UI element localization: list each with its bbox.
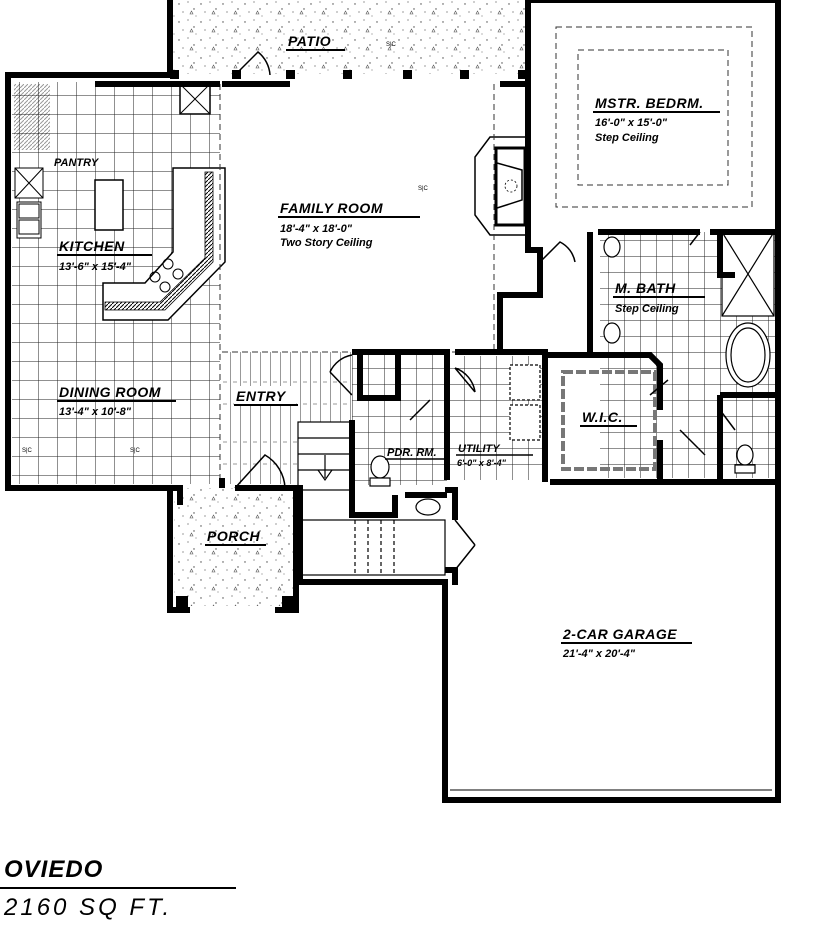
plan-name: OVIEDO [4, 856, 104, 883]
plan-area: 2160 SQ FT. [4, 894, 173, 921]
room-dims: 18'-4" x 18'-0" [280, 223, 353, 235]
room-porch: PORCH [205, 528, 266, 546]
room-entry: ENTRY [234, 386, 298, 406]
room-name: W.I.C. [582, 409, 623, 425]
wic-shelving [561, 370, 657, 471]
room-patio: PATIO [286, 33, 345, 51]
room-master-bedroom: MSTR. BEDRM. 16'-0" x 15'-0" Step Ceilin… [593, 95, 720, 144]
room-dining: DINING ROOM 13'-4" x 10'-8" [57, 384, 176, 418]
room-dims: 13'-4" x 10'-8" [59, 406, 132, 418]
bath-fixtures [369, 231, 775, 516]
room-name: PANTRY [54, 157, 100, 169]
smoke-detector-marker: S|C [130, 448, 141, 454]
smoke-detector-marker: S|C [386, 42, 397, 48]
room-name: DINING ROOM [59, 384, 161, 400]
room-family: FAMILY ROOM 18'-4" x 18'-0" Two Story Ce… [278, 200, 420, 249]
room-kitchen: KITCHEN 13'-6" x 15'-4" [57, 238, 152, 273]
room-note: Step Ceiling [615, 303, 679, 315]
step-ceiling-inner [577, 49, 729, 186]
staircase [297, 421, 446, 576]
room-name: MSTR. BEDRM. [595, 95, 704, 111]
room-master-bath: M. BATH Step Ceiling [613, 280, 705, 315]
room-name: M. BATH [615, 280, 676, 296]
room-name: PDR. RM. [387, 447, 437, 459]
room-name: ENTRY [236, 388, 287, 404]
walls [5, 0, 781, 803]
doors[interactable] [234, 50, 736, 571]
room-dims: 13'-6" x 15'-4" [59, 261, 132, 273]
room-pantry: PANTRY [54, 157, 100, 169]
room-wic: W.I.C. [580, 409, 637, 427]
pantry-shelving [14, 84, 50, 150]
room-dims: 16'-0" x 15'-0" [595, 117, 668, 129]
room-name: PATIO [288, 33, 331, 49]
room-utility: UTILITY 6'-0" x 8'-4" [456, 443, 533, 468]
room-name: UTILITY [458, 443, 501, 455]
room-note: Step Ceiling [595, 132, 659, 144]
kitchen-island [94, 179, 124, 231]
cooktop [149, 258, 184, 293]
porch-surface [174, 488, 296, 606]
room-note: Two Story Ceiling [280, 237, 373, 249]
patio-surface [172, 0, 527, 74]
room-dims: 21'-4" x 20'-4" [562, 648, 636, 660]
room-name: PORCH [207, 528, 260, 544]
step-ceiling-outer [555, 26, 753, 208]
smoke-detector-marker: S|C [22, 448, 33, 454]
room-garage: 2-CAR GARAGE 21'-4" x 20'-4" [561, 626, 692, 660]
room-name: KITCHEN [59, 238, 125, 254]
room-dims: 6'-0" x 8'-4" [457, 458, 507, 468]
room-powder: PDR. RM. [385, 447, 446, 460]
title-divider [0, 887, 236, 889]
fireplace [474, 136, 529, 236]
smoke-detector-marker: S|C [418, 186, 429, 192]
kitchen-sink [16, 201, 42, 239]
room-name: 2-CAR GARAGE [562, 626, 677, 642]
room-name: FAMILY ROOM [280, 200, 383, 216]
